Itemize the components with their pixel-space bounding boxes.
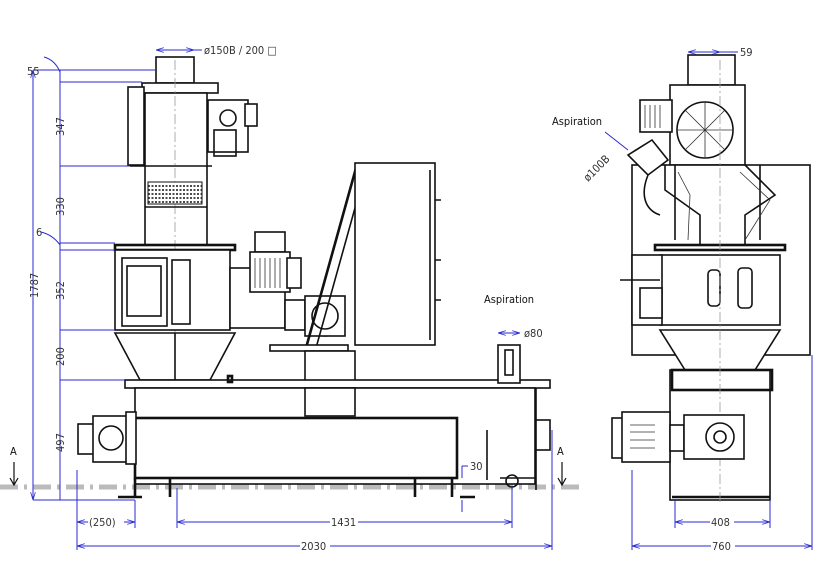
dim-330: 330 [54, 197, 67, 216]
front-bottom-motor [611, 411, 745, 463]
screen-grid [147, 181, 203, 205]
side-view [77, 56, 551, 499]
aspiration-stub [497, 344, 521, 384]
side-view-dimensions: 55 6 347 330 352 200 497 1787 ø150B / 20… [9, 44, 567, 553]
drain-port [505, 474, 519, 488]
platform [124, 379, 551, 389]
dim-760: 760 [712, 540, 731, 553]
front-inlet-duct [687, 54, 736, 86]
aspiration-label-side: Aspiration [484, 293, 534, 306]
section-mark-right: A [557, 445, 564, 458]
dim-347: 347 [54, 117, 67, 136]
dim-inlet-diameter: ø150B / 200 □ [204, 44, 277, 57]
dim-6: 6 [36, 226, 42, 239]
belt-drive [304, 167, 361, 349]
bottom-motor [77, 411, 137, 465]
dim-352: 352 [54, 281, 67, 300]
dim-59: 59 [740, 46, 753, 59]
section-mark-left: A [10, 445, 17, 458]
front-aspiration-stub [626, 138, 670, 177]
dim-200: 200 [54, 347, 67, 366]
dim-250: (250) [89, 516, 116, 529]
top-gearbox [207, 99, 258, 157]
front-upper-housing [669, 84, 746, 166]
middle-motor [229, 231, 306, 331]
dim-408: 408 [711, 516, 730, 529]
aspiration-label-front: Aspiration [552, 115, 602, 128]
dim-1787: 1787 [28, 273, 41, 298]
dim-30: 30 [470, 460, 483, 473]
front-view [611, 54, 811, 505]
dim-aspiration-100: ø100B [581, 152, 613, 184]
dim-1431: 1431 [331, 516, 356, 529]
dim-2030: 2030 [301, 540, 326, 553]
section-arrow-right-icon [557, 462, 567, 487]
end-bearing [535, 419, 551, 451]
dim-55: 55 [27, 65, 40, 78]
hopper-column [144, 92, 208, 246]
control-box [127, 86, 145, 166]
dim-aspiration-80: ø80 [524, 327, 543, 340]
dim-497: 497 [54, 433, 67, 452]
section-arrow-left-icon [9, 462, 19, 487]
drive-housing [354, 162, 436, 346]
inlet-cap [141, 82, 219, 94]
